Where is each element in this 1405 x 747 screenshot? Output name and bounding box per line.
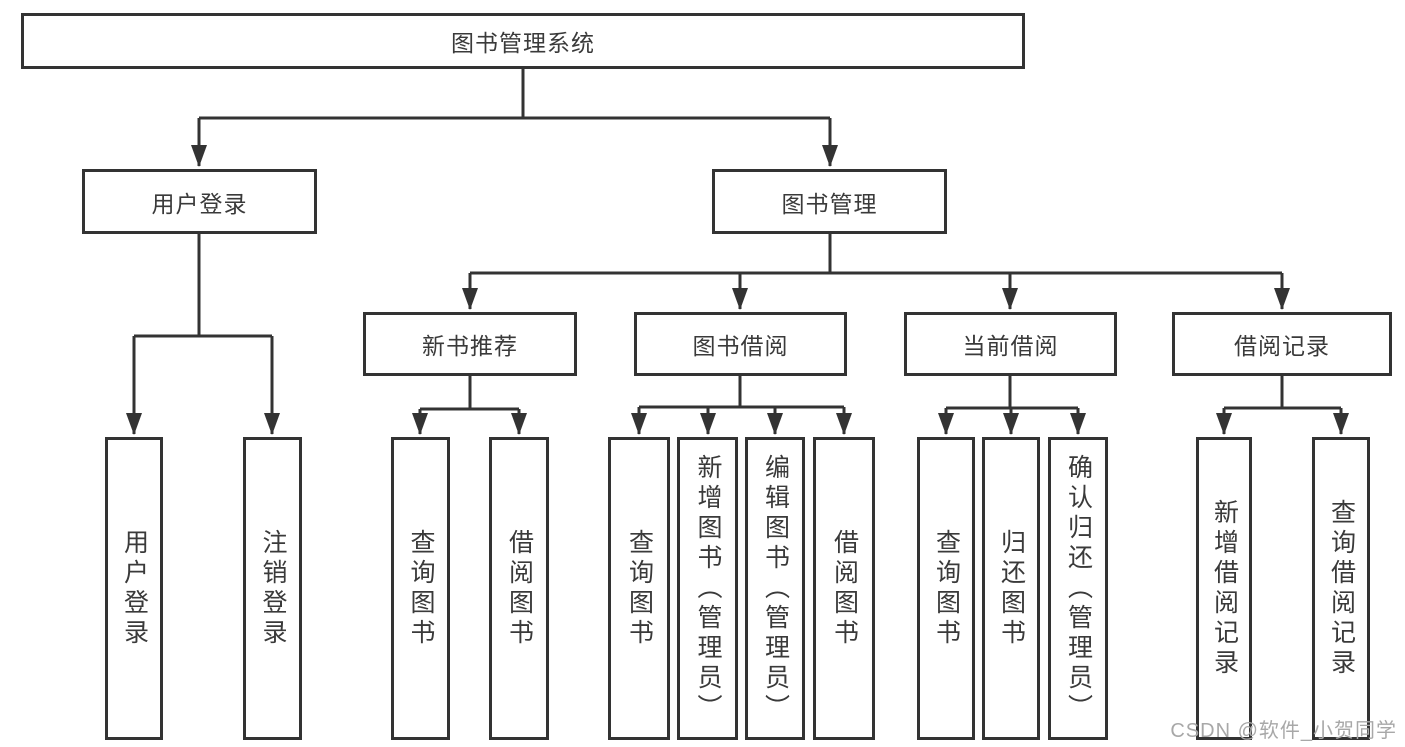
node-borrow-records-label: 借阅记录: [1234, 333, 1330, 359]
node-book-borrow-label: 图书借阅: [692, 333, 789, 359]
leaf-borrow-books-2-label: 借阅图书: [830, 528, 859, 649]
leaf-borrow-books-1-label: 借阅图书: [505, 528, 534, 649]
leaf-logout-label: 注销登录: [259, 528, 287, 649]
leaf-confirm-return-admin-label: 确认归还（管理员）: [1064, 453, 1093, 724]
node-root-label: 图书管理系统: [451, 30, 595, 56]
leaf-query-books-1-label: 查询图书: [407, 528, 435, 649]
leaf-edit-books-admin: 编辑图书（管理员）: [745, 437, 805, 740]
leaf-query-books-1: 查询图书: [391, 437, 450, 740]
leaf-query-books-2-label: 查询图书: [625, 528, 654, 649]
leaf-query-borrow-record: 查询借阅记录: [1312, 437, 1370, 740]
node-user-login-label: 用户登录: [151, 190, 248, 217]
leaf-user-login-label: 用户登录: [120, 528, 149, 649]
node-book-management-label: 图书管理: [781, 190, 878, 217]
leaf-add-borrow-record-label: 新增借阅记录: [1210, 498, 1239, 679]
leaf-query-books-3-label: 查询图书: [932, 528, 961, 649]
node-new-book-recommend: 新书推荐: [363, 312, 577, 376]
csdn-watermark: CSDN @软件_小贺同学: [1170, 720, 1397, 742]
leaf-query-books-3: 查询图书: [917, 437, 975, 740]
leaf-borrow-books-1: 借阅图书: [489, 437, 549, 740]
node-book-borrow: 图书借阅: [634, 312, 847, 376]
node-user-login: 用户登录: [82, 169, 317, 234]
leaf-add-books-admin: 新增图书（管理员）: [677, 437, 738, 740]
leaf-return-books: 归还图书: [982, 437, 1040, 740]
leaf-add-books-admin-label: 新增图书（管理员）: [694, 453, 722, 724]
leaf-return-books-label: 归还图书: [997, 528, 1026, 649]
leaf-add-borrow-record: 新增借阅记录: [1196, 437, 1252, 740]
node-current-borrow: 当前借阅: [904, 312, 1117, 376]
node-book-management: 图书管理: [712, 169, 947, 234]
leaf-confirm-return-admin: 确认归还（管理员）: [1048, 437, 1108, 740]
leaf-query-borrow-record-label: 查询借阅记录: [1327, 498, 1356, 679]
leaf-logout: 注销登录: [243, 437, 302, 740]
leaf-borrow-books-2: 借阅图书: [813, 437, 875, 740]
leaf-query-books-2: 查询图书: [608, 437, 670, 740]
node-new-book-recommend-label: 新书推荐: [422, 333, 518, 359]
leaf-edit-books-admin-label: 编辑图书（管理员）: [761, 453, 790, 724]
node-root: 图书管理系统: [21, 13, 1025, 69]
node-current-borrow-label: 当前借阅: [962, 333, 1059, 359]
leaf-user-login: 用户登录: [105, 437, 163, 740]
node-borrow-records: 借阅记录: [1172, 312, 1392, 376]
